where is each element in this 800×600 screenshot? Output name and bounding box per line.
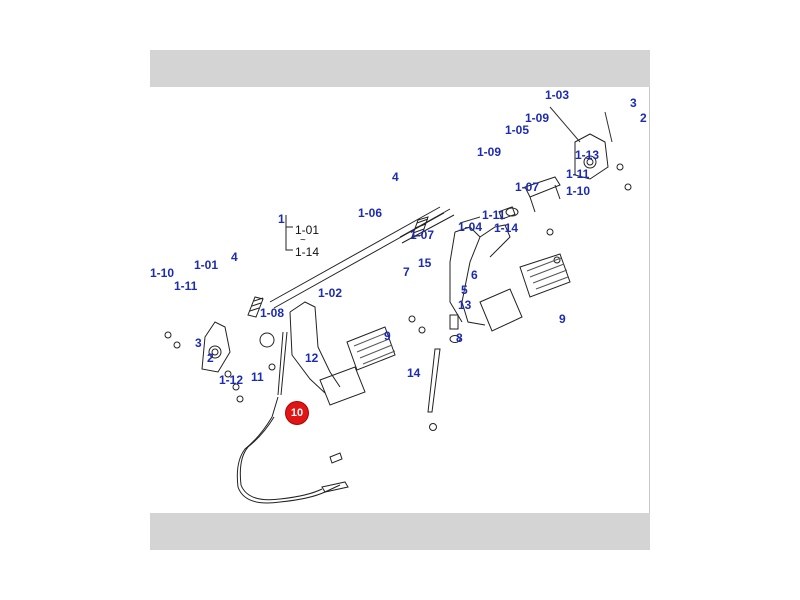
part-label[interactable]: 1-07: [515, 180, 540, 194]
assembly-range-separator: ~: [300, 235, 306, 246]
part-label[interactable]: 14: [407, 366, 421, 380]
right-pedal-plate: [479, 288, 523, 332]
part-label[interactable]: 1-11: [174, 279, 198, 293]
part-label[interactable]: 1-12: [219, 373, 244, 387]
part-label[interactable]: 3: [195, 336, 202, 350]
part-label[interactable]: 1-10: [150, 266, 175, 280]
assembly-range-end: 1-14: [295, 245, 320, 259]
parts-diagram: 1 1-01 ~ 1-14 1-03 3 2 1-09 1-05 1-13 1-…: [150, 87, 650, 513]
part-label[interactable]: 1-01: [194, 258, 219, 272]
main-shaft: [269, 206, 445, 309]
part-label[interactable]: 4: [231, 250, 238, 264]
pedal-assembly-drawing: [164, 106, 632, 504]
part-label[interactable]: 15: [418, 256, 432, 270]
part-label[interactable]: 1-08: [260, 306, 285, 320]
part-label[interactable]: 1-03: [545, 88, 570, 102]
part-label[interactable]: 1-02: [318, 286, 343, 300]
part-label[interactable]: 5: [461, 283, 468, 297]
assembly-number: 1: [278, 212, 285, 226]
part-label[interactable]: 4: [392, 170, 399, 184]
part-label[interactable]: 1-07: [410, 228, 435, 242]
diagram-viewer: 1 1-01 ~ 1-14 1-03 3 2 1-09 1-05 1-13 1-…: [150, 50, 650, 550]
part-label[interactable]: 1-14: [494, 221, 519, 235]
right-pedal-pad: [519, 253, 571, 298]
middle-pedal-plate: [319, 366, 366, 406]
part-label[interactable]: 1-09: [477, 145, 502, 159]
part-label[interactable]: 1-09: [525, 111, 550, 125]
part-label[interactable]: 1-06: [358, 206, 383, 220]
part-label[interactable]: 9: [559, 312, 566, 326]
part-label[interactable]: 6: [471, 268, 478, 282]
assembly-bracket-line: [285, 215, 293, 251]
part-label[interactable]: 8: [456, 331, 463, 345]
part-label[interactable]: 1-10: [566, 184, 591, 198]
highlighted-part-callout[interactable]: 10: [286, 402, 308, 424]
middle-pedal-pad: [346, 326, 396, 371]
part-label[interactable]: 1-13: [575, 148, 600, 162]
part-label[interactable]: 1-11: [566, 167, 590, 181]
part-label[interactable]: 3: [630, 96, 637, 110]
viewer-bottom-bar: [150, 513, 650, 550]
part-label[interactable]: 1-05: [505, 123, 530, 137]
assembly-range-start: 1-01: [295, 223, 320, 237]
part-label[interactable]: 9: [384, 329, 391, 343]
part-label[interactable]: 2: [640, 111, 647, 125]
part-label[interactable]: 7: [403, 265, 410, 279]
viewer-top-bar: [150, 50, 650, 87]
part-label[interactable]: 1-04: [458, 220, 483, 234]
part-label[interactable]: 12: [305, 351, 319, 365]
part-label[interactable]: 11: [251, 370, 264, 384]
part-label[interactable]: 1-11: [482, 208, 506, 222]
part-label[interactable]: 2: [207, 351, 214, 365]
part-label[interactable]: 13: [458, 298, 472, 312]
